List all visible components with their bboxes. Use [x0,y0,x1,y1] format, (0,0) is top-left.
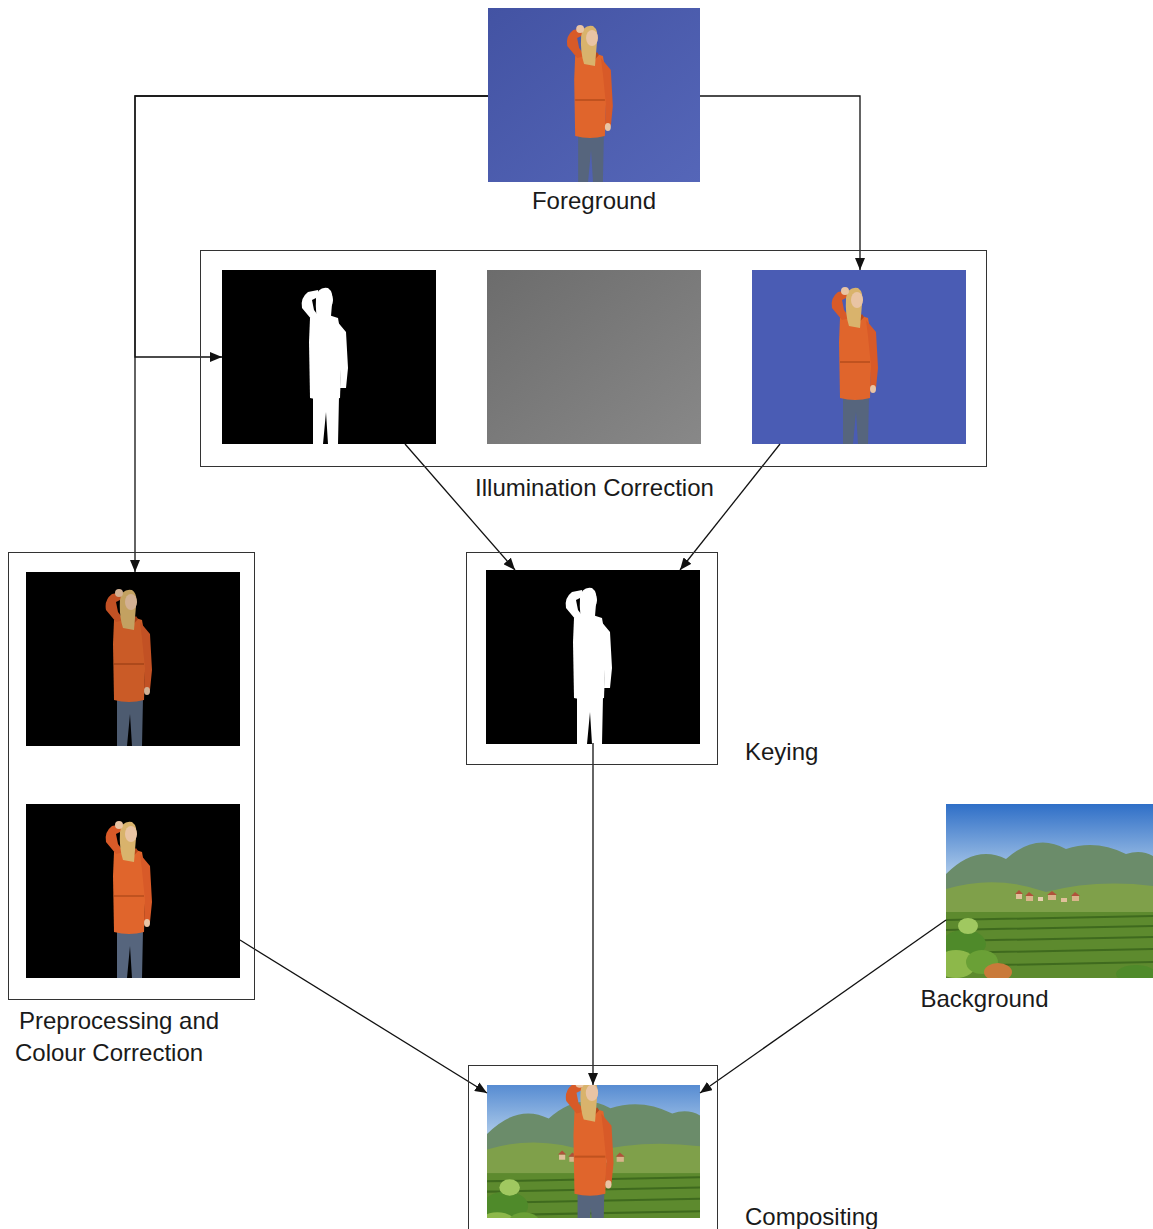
background-node: Background [946,804,1153,978]
preprocessed-photo [26,572,240,746]
node-label: Keying [741,737,822,767]
node-label: Illumination Correction [141,473,1048,503]
keying-box: Keying [466,552,718,765]
label-text: Keying [741,738,822,765]
flow-arrow [700,96,860,270]
preprocessing-box: Preprocessing and Colour Correction [8,552,255,1000]
label-text: Background [916,985,1052,1012]
corrected-photo [752,270,966,444]
flow-arrow [135,96,488,572]
label-text: Illumination Correction [471,474,718,501]
label-text: Foreground [528,187,660,214]
foreground-node: Foreground [488,8,700,182]
mask-image [222,270,436,444]
flow-arrow [592,743,593,1085]
flow-arrow [240,940,487,1093]
compositing-box: Compositing [468,1065,718,1229]
label-text: Compositing [741,1203,882,1229]
node-label: Foreground [428,186,760,216]
label-text: Preprocessing and Colour Correction [15,1007,219,1066]
key-matte [486,570,700,744]
illumination-correction-box: Illumination Correction [200,250,987,467]
illumination-map [487,270,701,444]
foreground-photo [488,8,700,182]
flow-arrow [135,96,488,357]
node-label: Background [821,984,1148,1014]
flow-arrow [700,920,946,1093]
node-label: Preprocessing and Colour Correction [15,1005,267,1069]
node-label: Compositing [741,1202,882,1229]
colour-corrected-photo [26,804,240,978]
composite-photo [477,1062,703,1229]
background-photo [936,804,1153,983]
